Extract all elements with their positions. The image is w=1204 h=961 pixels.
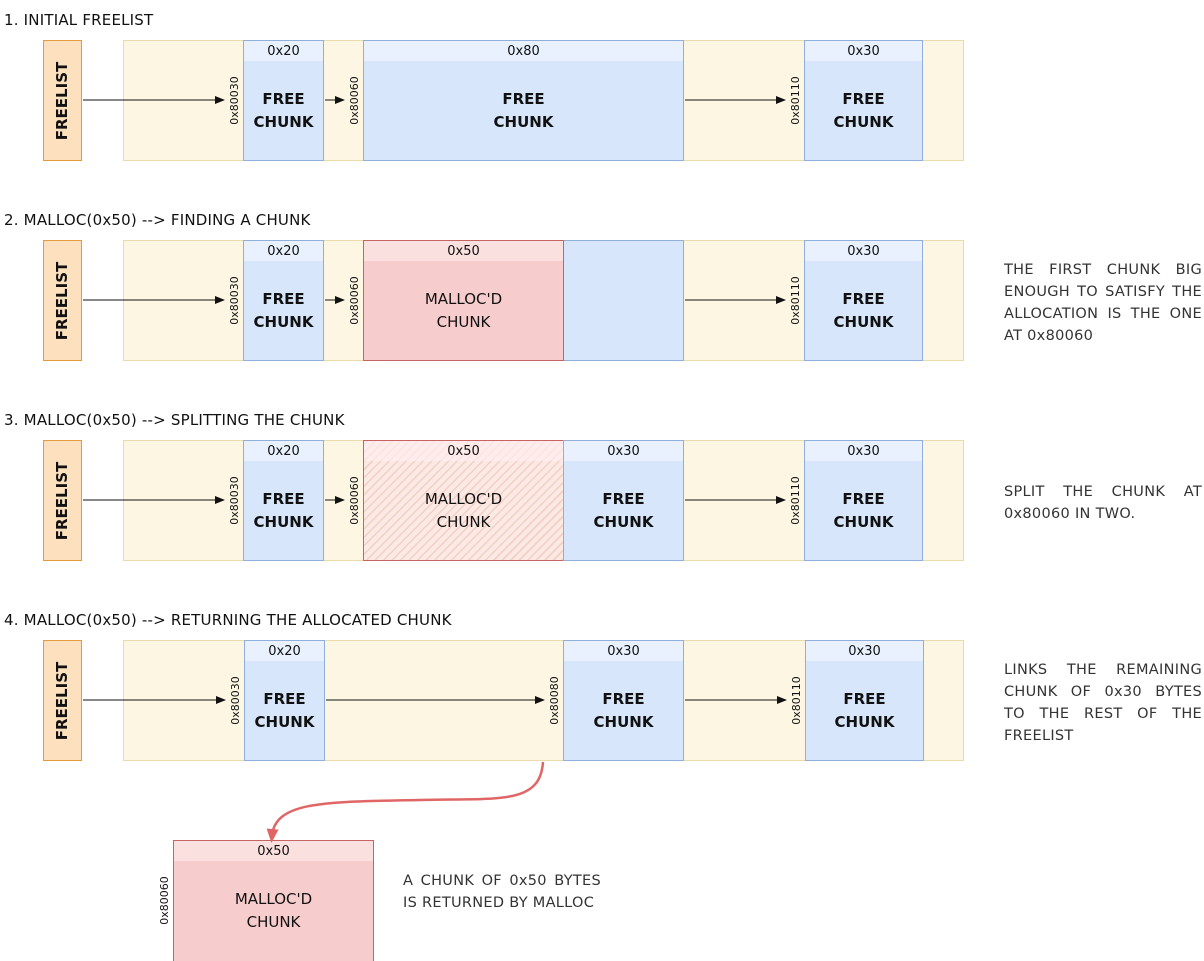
chunk-size: 0x30 <box>806 641 923 661</box>
section-4-note: LINKS THE REMAINING CHUNK OF 0x30 BYTES … <box>1004 662 1202 744</box>
chunk-size: 0x20 <box>244 441 323 461</box>
chunk-size: 0x80 <box>364 41 683 61</box>
chunk-size: 0x30 <box>805 241 922 261</box>
section-1-freelist-head: FREELIST <box>43 40 82 161</box>
section-3-title: 3. MALLOC(0x50) --> SPLITTING THE CHUNK <box>4 411 345 429</box>
returned-note: A CHUNK OF 0x50 BYTES IS RETURNED BY MAL… <box>403 873 601 911</box>
section-2-note: THE FIRST CHUNK BIG ENOUGH TO SATISFY TH… <box>1004 262 1202 344</box>
chunk-size: 0x30 <box>805 41 922 61</box>
chunk-size: 0x50 <box>174 841 373 861</box>
section-4-title: 4. MALLOC(0x50) --> RETURNING THE ALLOCA… <box>4 611 452 629</box>
chunk-size: 0x30 <box>564 641 683 661</box>
section-4-freelist-head: FREELIST <box>43 640 82 761</box>
return-arrow-curve <box>266 761 545 843</box>
chunk-size: 0x50 <box>364 441 563 461</box>
section-2-remaining-free-area <box>563 240 684 361</box>
chunk-size: 0x50 <box>364 241 563 261</box>
chunk-size: 0x20 <box>245 641 324 661</box>
chunk-size: 0x20 <box>244 241 323 261</box>
chunk-size: 0x20 <box>244 41 323 61</box>
section-3-note: SPLIT THE CHUNK AT 0x80060 IN TWO. <box>1004 484 1202 522</box>
section-1-title: 1. INITIAL FREELIST <box>4 11 154 29</box>
chunk-size: 0x30 <box>564 441 683 461</box>
chunk-size: 0x30 <box>805 441 922 461</box>
section-2-freelist-head: FREELIST <box>43 240 82 361</box>
section-2-title: 2. MALLOC(0x50) --> FINDING A CHUNK <box>4 211 311 229</box>
section-3-freelist-head: FREELIST <box>43 440 82 561</box>
